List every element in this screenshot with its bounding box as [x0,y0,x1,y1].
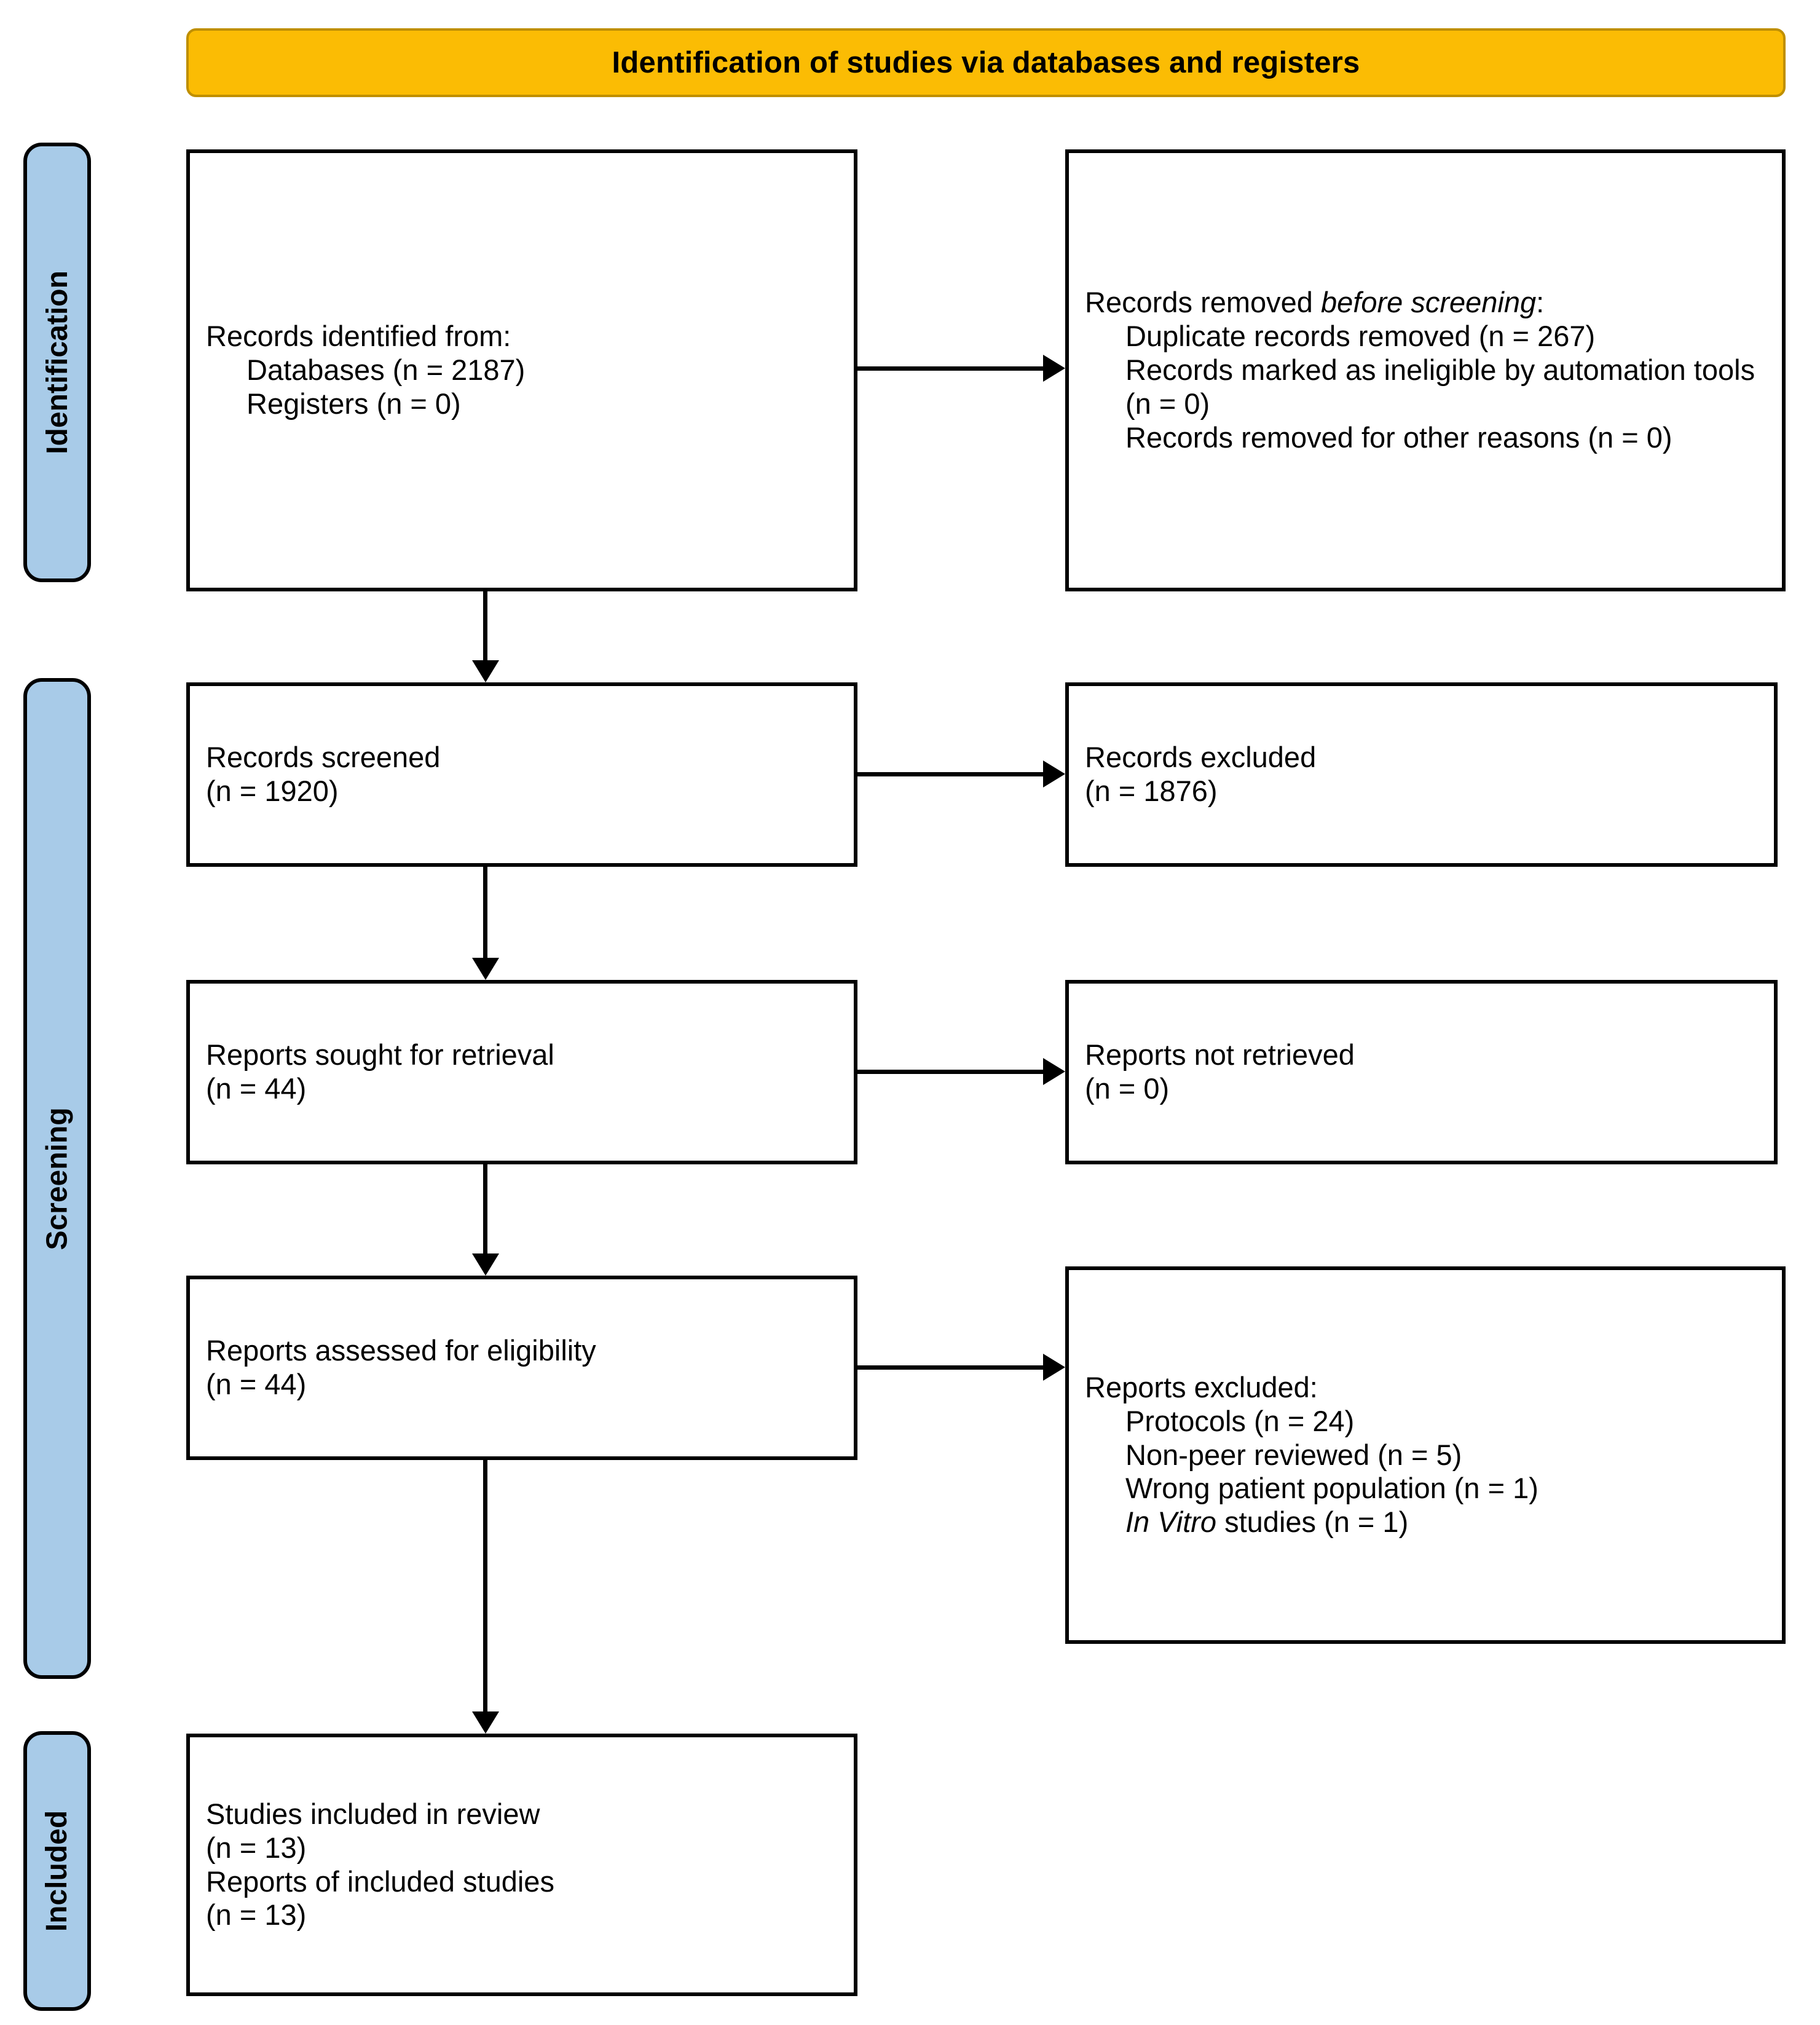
records-identified-heading: Records identified from: [206,320,511,353]
records-removed-heading-italic: before screening [1321,286,1537,319]
box-reports-excluded: Reports excluded: Protocols (n = 24) Non… [1065,1266,1786,1644]
diagram-title: Identification of studies via databases … [612,46,1360,79]
box-records-removed: Records removed before screening: Duplic… [1065,149,1786,591]
box-reports-excluded-text: Reports excluded: Protocols (n = 24) Non… [1069,1371,1782,1540]
connector-assessed-to-reports-excluded [857,1365,1043,1370]
connector-sought-to-not-retrieved [857,1070,1043,1074]
reports-sought-count: (n = 44) [206,1072,307,1105]
connector-identified-to-removed [857,366,1043,371]
records-screened-count: (n = 1920) [206,775,339,807]
arrow-right-icon [1043,355,1065,382]
records-removed-duplicates: Duplicate records removed (n = 267) [1125,320,1596,353]
reports-assessed-count: (n = 44) [206,1368,307,1400]
box-records-identified-text: Records identified from: Databases (n = … [190,320,854,421]
arrow-right-icon [1043,760,1065,788]
reports-included-count: (n = 13) [206,1898,307,1932]
arrow-right-icon [1043,1354,1065,1381]
records-removed-heading-plain: Records removed [1085,286,1321,319]
box-reports-sought: Reports sought for retrieval (n = 44) [186,980,857,1164]
box-reports-sought-text: Reports sought for retrieval (n = 44) [190,1038,854,1106]
box-reports-assessed-text: Reports assessed for eligibility (n = 44… [190,1334,854,1402]
box-records-excluded: Records excluded (n = 1876) [1065,682,1778,867]
box-reports-not-retrieved: Reports not retrieved (n = 0) [1065,980,1778,1164]
arrow-down-icon [472,958,499,980]
reports-included-label: Reports of included studies [206,1865,554,1898]
studies-included-count: (n = 13) [206,1831,307,1864]
box-records-excluded-text: Records excluded (n = 1876) [1069,741,1774,808]
box-records-screened: Records screened (n = 1920) [186,682,857,867]
diagram-title-banner: Identification of studies via databases … [186,28,1786,97]
reports-sought-label: Reports sought for retrieval [206,1038,554,1072]
studies-included-label: Studies included in review [206,1797,540,1830]
arrow-down-icon [472,660,499,682]
connector-sought-to-assessed [483,1164,487,1253]
connector-assessed-to-included [483,1460,487,1711]
reports-excluded-protocols: Protocols (n = 24) [1125,1404,1355,1437]
arrow-down-icon [472,1711,499,1734]
connector-screened-to-sought [483,867,487,958]
stage-label-included: Included [23,1731,91,2011]
arrow-right-icon [1043,1058,1065,1085]
arrow-down-icon [472,1253,499,1276]
records-screened-label: Records screened [206,741,441,774]
reports-not-retrieved-label: Reports not retrieved [1085,1038,1355,1072]
box-records-identified: Records identified from: Databases (n = … [186,149,857,591]
reports-excluded-invitro-italic: In Vitro [1125,1506,1217,1539]
reports-excluded-wrong-population: Wrong patient population (n = 1) [1125,1472,1538,1505]
records-excluded-count: (n = 1876) [1085,775,1218,807]
records-excluded-label: Records excluded [1085,741,1317,774]
reports-excluded-invitro: In Vitro studies (n = 1) [1085,1506,1766,1539]
box-reports-assessed: Reports assessed for eligibility (n = 44… [186,1276,857,1460]
connector-identified-to-screened [483,591,487,660]
box-records-removed-text: Records removed before screening: Duplic… [1069,286,1782,455]
stage-label-identification: Identification [23,143,91,582]
reports-excluded-invitro-tail: studies (n = 1) [1216,1506,1409,1539]
stage-label-text: Screening [41,1107,74,1250]
box-studies-included-text: Studies included in review (n = 13) Repo… [190,1798,854,1933]
box-records-screened-text: Records screened (n = 1920) [190,741,854,808]
records-identified-registers: Registers (n = 0) [246,387,461,420]
records-removed-heading-tail: : [1536,286,1545,319]
box-studies-included: Studies included in review (n = 13) Repo… [186,1734,857,1996]
reports-excluded-heading: Reports excluded: [1085,1370,1318,1403]
records-identified-databases: Databases (n = 2187) [246,353,526,386]
box-reports-not-retrieved-text: Reports not retrieved (n = 0) [1069,1038,1774,1106]
reports-not-retrieved-count: (n = 0) [1085,1072,1170,1105]
records-removed-automation: Records marked as ineligible by automati… [1125,353,1755,420]
stage-label-text: Included [41,1810,74,1932]
stage-label-screening: Screening [23,678,91,1679]
reports-excluded-nonpeer: Non-peer reviewed (n = 5) [1125,1438,1462,1471]
stage-label-text: Identification [41,270,74,454]
records-removed-heading: Records removed before screening: [1085,286,1544,318]
connector-screened-to-excluded [857,772,1043,776]
reports-assessed-label: Reports assessed for eligibility [206,1334,596,1367]
records-removed-other: Records removed for other reasons (n = 0… [1125,420,1672,454]
